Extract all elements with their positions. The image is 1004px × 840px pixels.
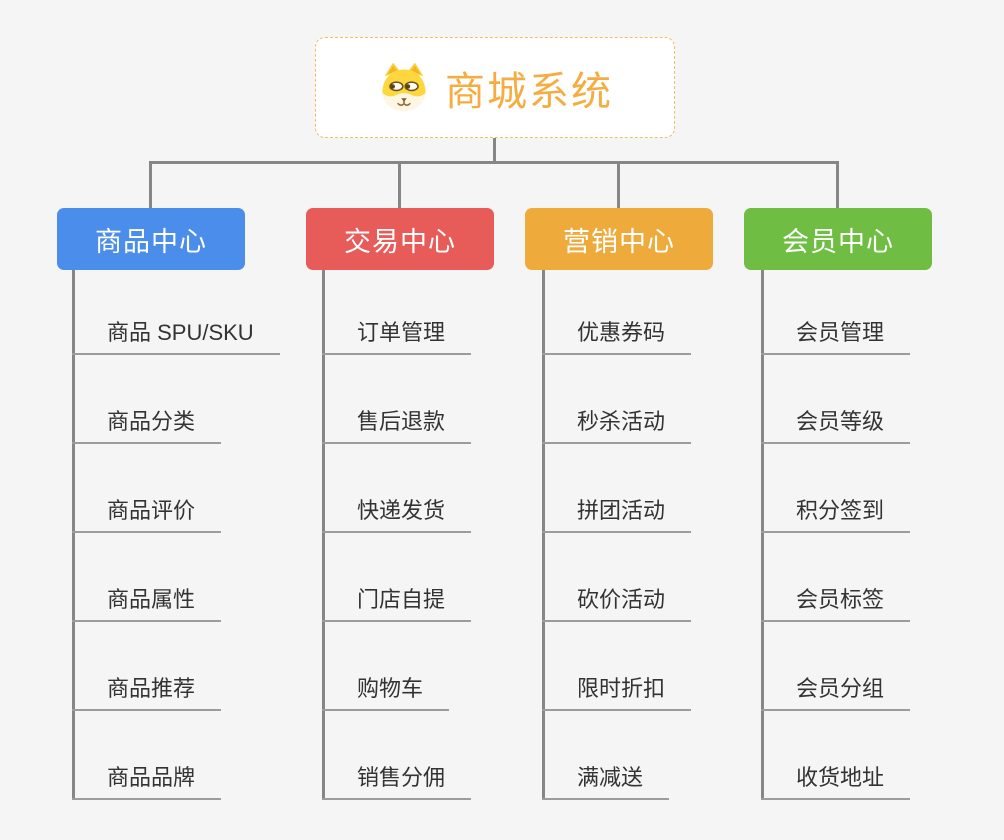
connector-trunk-marketing: [542, 270, 545, 800]
child-node[interactable]: 积分签到: [761, 497, 911, 533]
child-node[interactable]: 优惠券码: [542, 319, 692, 355]
child-node[interactable]: 收货地址: [761, 764, 911, 800]
child-node[interactable]: 会员标签: [761, 586, 911, 622]
child-node[interactable]: 会员分组: [761, 675, 911, 711]
root-title: 商城系统: [445, 69, 613, 114]
child-node[interactable]: 商品分类: [72, 408, 222, 444]
child-node[interactable]: 商品品牌: [72, 764, 222, 800]
connector-drop-member: [836, 161, 839, 209]
child-node[interactable]: 会员等级: [761, 408, 911, 444]
child-node[interactable]: 商品 SPU/SKU: [72, 319, 280, 355]
child-node[interactable]: 拼团活动: [542, 497, 692, 533]
connector-drop-product: [149, 161, 152, 209]
branch-children-member: 会员管理 会员等级 积分签到 会员标签 会员分组 收货地址: [761, 270, 1001, 802]
dog-face-icon: [382, 62, 426, 112]
child-node[interactable]: 满减送: [542, 764, 670, 800]
child-node[interactable]: 会员管理: [761, 319, 911, 355]
branch-children-trade: 订单管理 售后退款 快递发货 门店自提 购物车 销售分佣: [322, 270, 562, 802]
connector-trunk-product: [72, 270, 75, 800]
root-node[interactable]: 商城系统: [315, 37, 675, 138]
connector-trunk-member: [761, 270, 764, 800]
child-node[interactable]: 销售分佣: [322, 764, 472, 800]
child-node[interactable]: 购物车: [322, 675, 450, 711]
child-node[interactable]: 订单管理: [322, 319, 472, 355]
connector-drop-trade: [398, 161, 401, 209]
child-node[interactable]: 商品属性: [72, 586, 222, 622]
connector-horizontal-bus: [149, 161, 839, 164]
connector-drop-marketing: [617, 161, 620, 209]
child-node[interactable]: 限时折扣: [542, 675, 692, 711]
branch-children-marketing: 优惠券码 秒杀活动 拼团活动 砍价活动 限时折扣 满减送: [542, 270, 782, 802]
connector-trunk-trade: [322, 270, 325, 800]
branch-member-center[interactable]: 会员中心: [744, 208, 932, 270]
child-node[interactable]: 秒杀活动: [542, 408, 692, 444]
branch-marketing-center[interactable]: 营销中心: [525, 208, 713, 270]
branch-trade-center[interactable]: 交易中心: [306, 208, 494, 270]
child-node[interactable]: 商品推荐: [72, 675, 222, 711]
child-node[interactable]: 快递发货: [322, 497, 472, 533]
child-node[interactable]: 门店自提: [322, 586, 472, 622]
child-node[interactable]: 砍价活动: [542, 586, 692, 622]
branch-children-product: 商品 SPU/SKU 商品分类 商品评价 商品属性 商品推荐 商品品牌: [72, 270, 312, 802]
connector-root-stem: [493, 138, 496, 164]
branch-product-center[interactable]: 商品中心: [57, 208, 245, 270]
child-node[interactable]: 售后退款: [322, 408, 472, 444]
child-node[interactable]: 商品评价: [72, 497, 222, 533]
